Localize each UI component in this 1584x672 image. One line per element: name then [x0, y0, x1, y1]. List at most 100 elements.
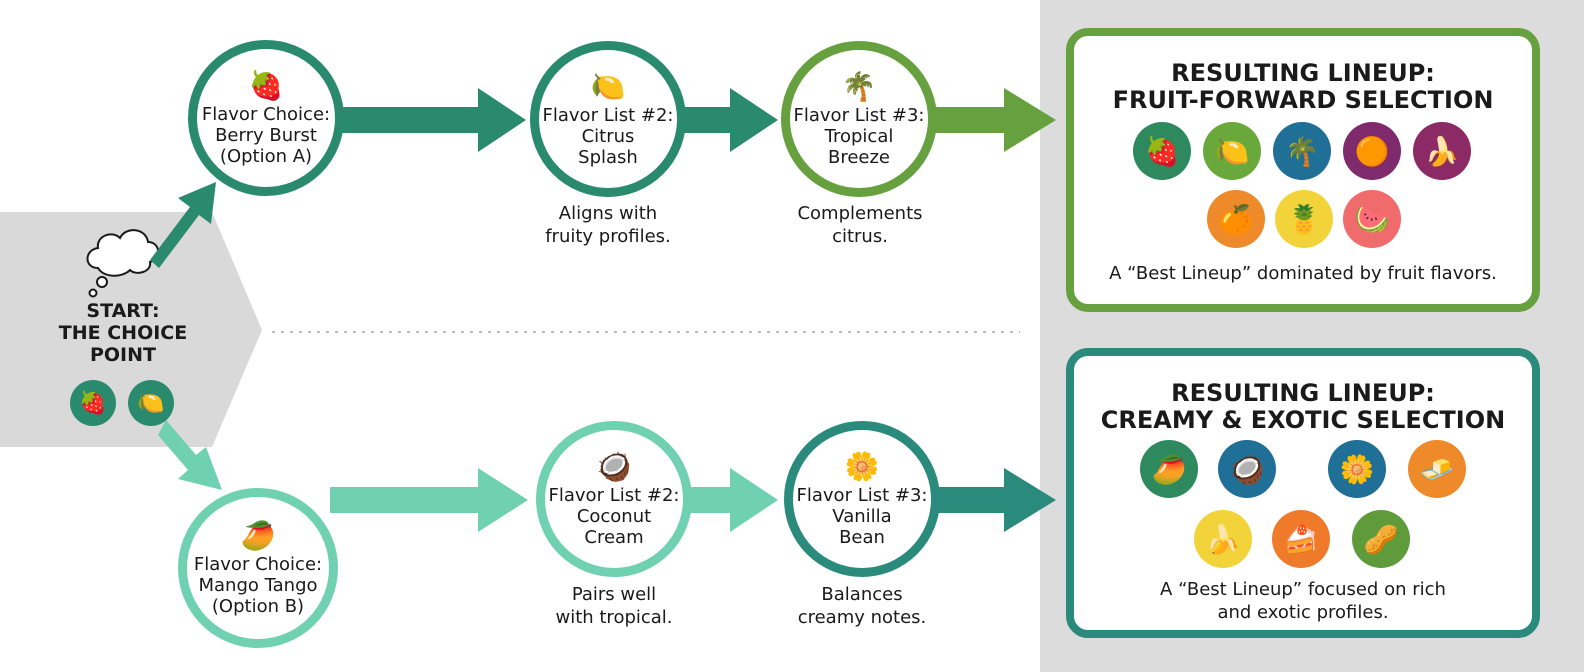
- note-complements-citrus: Complements citrus.: [772, 202, 948, 248]
- lineup-icon-palm-tree: 🌴: [1273, 122, 1331, 180]
- node-label-line: Splash: [578, 146, 638, 168]
- result-card-title: RESULTING LINEUP: FRUIT-FORWARD SELECTIO…: [1074, 60, 1532, 114]
- result-card-title-line: RESULTING LINEUP:: [1171, 379, 1435, 407]
- result-card-title: RESULTING LINEUP: CREAMY & EXOTIC SELECT…: [1074, 380, 1532, 434]
- result-card-creamy-exotic: RESULTING LINEUP: CREAMY & EXOTIC SELECT…: [1066, 348, 1540, 638]
- start-title-line: THE CHOICE: [58, 322, 188, 344]
- node-label-line: Flavor List #2:: [542, 104, 674, 126]
- pistachio-icon: 🥜: [1363, 522, 1399, 556]
- passion-fruit-icon: 🟠: [1354, 134, 1390, 168]
- result-card-caption-line: A “Best Lineup” focused on rich: [1160, 579, 1446, 600]
- result-card-caption-line: and exotic profiles.: [1217, 602, 1389, 623]
- node-label-line: Flavor List #2:: [548, 484, 680, 506]
- note-line: Complements: [797, 203, 923, 224]
- note-line: fruity profiles.: [545, 226, 671, 247]
- lineup-icon-strawberry: 🍓: [1133, 122, 1191, 180]
- grapefruit-icon: 🍉: [1354, 202, 1390, 236]
- lineup-icon-caramel: 🧈: [1408, 440, 1466, 498]
- note-line: with tropical.: [555, 607, 673, 628]
- start-title-line: START:: [86, 300, 160, 322]
- result-card-title-line: CREAMY & EXOTIC SELECTION: [1100, 406, 1506, 434]
- pineapple-icon: 🍍: [1286, 202, 1322, 236]
- start-icon-citrus: 🍋: [128, 380, 174, 426]
- mango-icon: 🥭: [240, 518, 276, 552]
- node-label-line: Bean: [839, 526, 885, 548]
- node-tropical-breeze[interactable]: 🌴 Flavor List #3: Tropical Breeze: [781, 41, 937, 197]
- orange-icon: 🍊: [1218, 202, 1254, 236]
- coconut-icon: 🥥: [1229, 452, 1265, 486]
- note-line: Balances: [821, 584, 903, 605]
- strawberry-icon: 🍓: [248, 68, 284, 102]
- node-label-line: Coconut: [576, 505, 652, 527]
- node-label-line: (Option A): [219, 145, 313, 167]
- palm-tree-icon: 🌴: [841, 69, 877, 103]
- node-label-line: Breeze: [827, 146, 891, 168]
- lineup-icon-pistachio: 🥜: [1352, 510, 1410, 568]
- branch-arrow-bottom: [158, 420, 222, 490]
- strawberry-icon: 🍓: [79, 390, 107, 416]
- result-card-caption: A “Best Lineup” dominated by fruit flavo…: [1074, 262, 1532, 285]
- node-label-line: Vanilla: [832, 505, 892, 527]
- node-label-line: Flavor List #3:: [796, 484, 928, 506]
- citrus-slice-icon: 🍋: [137, 390, 165, 416]
- branch-arrow-top: [150, 182, 216, 268]
- mango-icon: 🥭: [1151, 452, 1187, 486]
- node-mango-tango[interactable]: 🥭 Flavor Choice: Mango Tango (Option B): [178, 488, 338, 648]
- lineup-icon-vanilla: 🌼: [1328, 440, 1386, 498]
- node-label-line: Flavor Choice:: [201, 103, 331, 125]
- lemon-icon: 🍋: [590, 69, 626, 103]
- note-line: Aligns with: [558, 203, 658, 224]
- note-balances-creamy: Balances creamy notes.: [772, 583, 952, 629]
- start-title-line: POINT: [89, 344, 156, 366]
- node-label-line: Tropical: [824, 125, 894, 147]
- node-coconut-cream[interactable]: 🥥 Flavor List #2: Coconut Cream: [536, 421, 692, 577]
- start-title: START: THE CHOICE POINT: [40, 300, 206, 366]
- node-vanilla-bean[interactable]: 🌼 Flavor List #3: Vanilla Bean: [784, 421, 940, 577]
- top-arrow-3: [934, 88, 1056, 152]
- top-arrow-2: [682, 88, 778, 152]
- bottom-arrow-1: [330, 468, 528, 532]
- start-chevron: [0, 212, 262, 447]
- note-line: Pairs well: [571, 584, 657, 605]
- lineup-icon-passion-fruit: 🟠: [1343, 122, 1401, 180]
- lineup-icon-pineapple: 🍍: [1275, 190, 1333, 248]
- note-aligns-fruity: Aligns with fruity profiles.: [520, 202, 696, 248]
- lemon-icon: 🍋: [1214, 134, 1250, 168]
- lineup-icon-banana: 🍌: [1194, 510, 1252, 568]
- node-label-line: Citrus: [581, 125, 635, 147]
- node-label-line: Cream: [584, 526, 644, 548]
- vanilla-flower-icon: 🌼: [1339, 452, 1375, 486]
- thought-bubble-icon: [86, 229, 159, 298]
- bottom-arrow-2: [688, 468, 778, 532]
- note-pairs-tropical: Pairs well with tropical.: [526, 583, 702, 629]
- lineup-icon-lemon: 🍋: [1203, 122, 1261, 180]
- node-label-line: Berry Burst: [215, 124, 317, 146]
- result-card-title-line: RESULTING LINEUP:: [1171, 59, 1435, 87]
- banana-icon: 🍌: [1205, 522, 1241, 556]
- palm-tree-icon: 🌴: [1284, 134, 1320, 168]
- result-card-caption: A “Best Lineup” focused on rich and exot…: [1074, 578, 1532, 624]
- result-card-fruit-forward: RESULTING LINEUP: FRUIT-FORWARD SELECTIO…: [1066, 28, 1540, 312]
- node-berry-burst[interactable]: 🍓 Flavor Choice: Berry Burst (Option A): [188, 40, 344, 196]
- node-label-line: Flavor List #3:: [793, 104, 925, 126]
- top-arrow-1: [340, 88, 526, 152]
- coconut-icon: 🥥: [596, 449, 632, 483]
- bottom-arrow-3: [936, 468, 1056, 532]
- note-line: citrus.: [832, 226, 888, 247]
- lineup-icon-mango: 🥭: [1140, 440, 1198, 498]
- vanilla-flower-icon: 🌼: [844, 449, 880, 483]
- node-label-line: Flavor Choice:: [193, 553, 323, 575]
- cheesecake-icon: 🍰: [1283, 522, 1319, 556]
- result-card-title-line: FRUIT-FORWARD SELECTION: [1112, 86, 1494, 114]
- result-card-caption-line: A “Best Lineup” dominated by fruit flavo…: [1109, 263, 1497, 284]
- banana-icon: 🍌: [1424, 134, 1460, 168]
- lineup-icon-coconut: 🥥: [1218, 440, 1276, 498]
- start-icon-strawberry: 🍓: [70, 380, 116, 426]
- node-label-line: Mango Tango: [198, 574, 318, 596]
- lineup-icon-grapefruit: 🍉: [1343, 190, 1401, 248]
- node-citrus-splash[interactable]: 🍋 Flavor List #2: Citrus Splash: [530, 41, 686, 197]
- lineup-icon-banana: 🍌: [1413, 122, 1471, 180]
- node-label-line: (Option B): [211, 595, 305, 617]
